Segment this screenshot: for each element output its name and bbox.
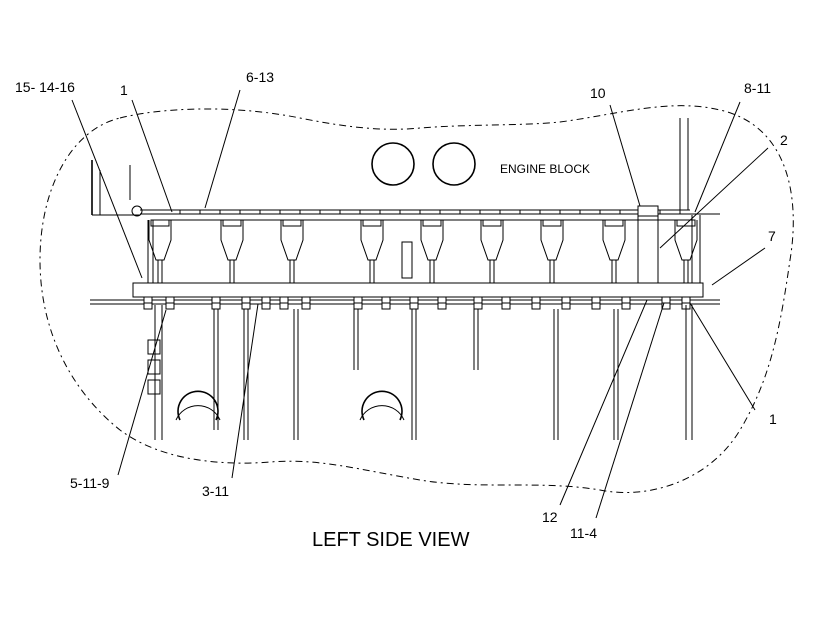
injector: [360, 219, 384, 283]
block-port-right: [432, 142, 476, 186]
injector-group: [148, 219, 698, 283]
injector-body: [148, 220, 172, 261]
injector-body: [602, 220, 626, 261]
callout-1-right: 1: [769, 411, 777, 427]
injector-body: [420, 220, 444, 261]
lower-left-clamp-b: [147, 359, 161, 375]
callout-10: 10: [590, 85, 606, 101]
callout-7: 7: [768, 228, 776, 244]
injector-collar: [150, 219, 170, 227]
upper-rail-ticks: [179, 210, 681, 214]
injector-collar: [482, 219, 502, 227]
leader-lines: [71, 89, 769, 519]
rail-bolt-group: [143, 296, 691, 310]
block-port-left: [371, 142, 415, 186]
lower-left-clamp-a: [147, 339, 161, 355]
injector-body: [360, 220, 384, 261]
injector-collar: [222, 219, 242, 227]
injector-collar: [282, 219, 302, 227]
callout-2: 2: [780, 132, 788, 148]
left-fitting: [131, 205, 143, 217]
callout-6-13: 6-13: [246, 69, 274, 85]
cutaway-boundary: [39, 105, 794, 493]
callout-12: 12: [542, 509, 558, 525]
injector: [148, 219, 172, 283]
injector-body: [220, 220, 244, 261]
callout-8-11: 8-11: [744, 80, 771, 96]
callout-11-4: 11-4: [570, 525, 597, 541]
injector: [602, 219, 626, 283]
injector-collar: [604, 219, 624, 227]
lower-bore-center-rim: [359, 405, 405, 421]
injector: [220, 219, 244, 283]
callout-5-11-9: 5-11-9: [70, 475, 110, 491]
injector-collar: [542, 219, 562, 227]
injector: [420, 219, 444, 283]
stud-group: [213, 309, 619, 440]
lower-fuel-rail: [132, 282, 704, 298]
injector: [674, 219, 698, 283]
injector-collar: [362, 219, 382, 227]
view-title: LEFT SIDE VIEW: [312, 529, 470, 551]
lower-bore-left-rim: [175, 405, 221, 421]
lower-bore-left: [177, 390, 219, 421]
injector-collar: [422, 219, 442, 227]
valve-cap: [637, 205, 659, 217]
injector-body: [280, 220, 304, 261]
callout-3-11: 3-11: [202, 483, 229, 499]
callout-15-14-16: 15- 14-16: [15, 79, 75, 95]
injector: [280, 219, 304, 283]
center-sensor: [401, 241, 413, 279]
callout-1-top: 1: [120, 82, 128, 98]
injector: [480, 219, 504, 283]
lower-bore-center: [361, 390, 403, 421]
engine-block-label: ENGINE BLOCK: [500, 162, 590, 176]
injector-body: [674, 220, 698, 261]
injector-body: [480, 220, 504, 261]
injector: [540, 219, 564, 283]
injector-collar: [676, 219, 696, 227]
injector-body: [540, 220, 564, 261]
lower-left-clamp-c: [147, 379, 161, 395]
